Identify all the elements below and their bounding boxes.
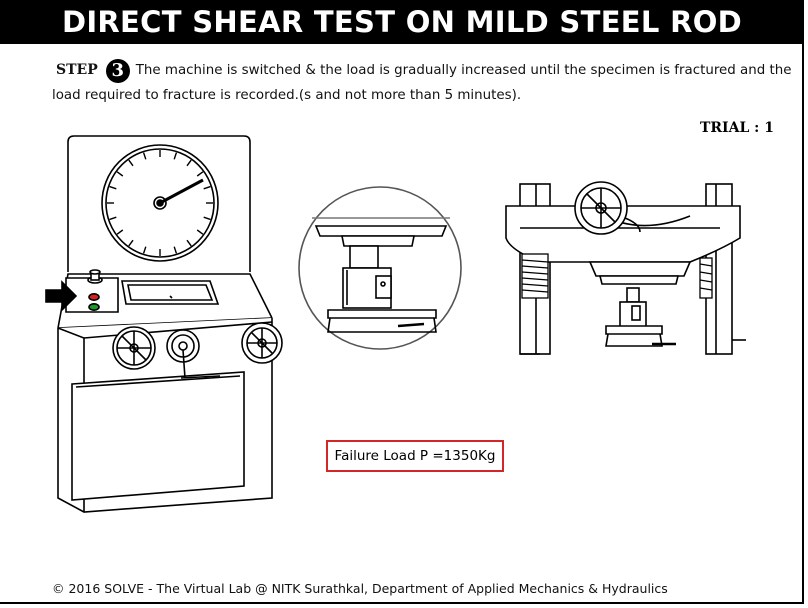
dial-tick <box>116 229 124 235</box>
pointer-arrow-icon <box>45 280 78 312</box>
dial-tick <box>128 239 134 247</box>
machine-door <box>71 371 245 501</box>
shear-jaw-assembly <box>505 181 746 355</box>
failure-load-readout: Failure Load P =1350Kg <box>326 440 504 472</box>
dial-tick <box>128 159 134 167</box>
dial-tick <box>203 216 211 221</box>
footer-credit: © 2016 SOLVE - The Virtual Lab @ NITK Su… <box>52 581 668 596</box>
dial-tick <box>186 239 192 247</box>
testing-machine <box>57 135 283 513</box>
dial-tick <box>173 152 178 160</box>
start-indicator[interactable] <box>88 302 100 311</box>
dial-tick <box>196 229 204 235</box>
dial-tick <box>116 171 124 177</box>
step-text: The machine is switched & the load is gr… <box>52 63 792 103</box>
trial-label: TRIAL : 1 <box>700 120 774 136</box>
specimen-zoom-view <box>298 186 462 350</box>
dial-tick <box>109 185 117 190</box>
dial-tick <box>142 152 147 160</box>
handwheel-icon[interactable] <box>112 326 156 370</box>
dial-tick <box>109 216 117 221</box>
handwheel-icon[interactable] <box>166 329 221 379</box>
handwheel-icon[interactable] <box>574 181 641 235</box>
dial-gauge-icon <box>101 144 219 262</box>
stop-indicator[interactable] <box>88 292 100 301</box>
dial-tick <box>142 246 147 254</box>
load-display <box>121 280 220 305</box>
handwheel-icon[interactable] <box>241 322 283 364</box>
page-title: DIRECT SHEAR TEST ON MILD STEEL ROD <box>0 0 804 44</box>
dial-tick <box>203 185 211 190</box>
dial-tick <box>186 159 192 167</box>
dial-tick <box>173 246 178 254</box>
step-number-badge: 3 <box>105 59 130 83</box>
step-label: STEP <box>56 62 98 78</box>
dial-tick <box>196 171 204 177</box>
